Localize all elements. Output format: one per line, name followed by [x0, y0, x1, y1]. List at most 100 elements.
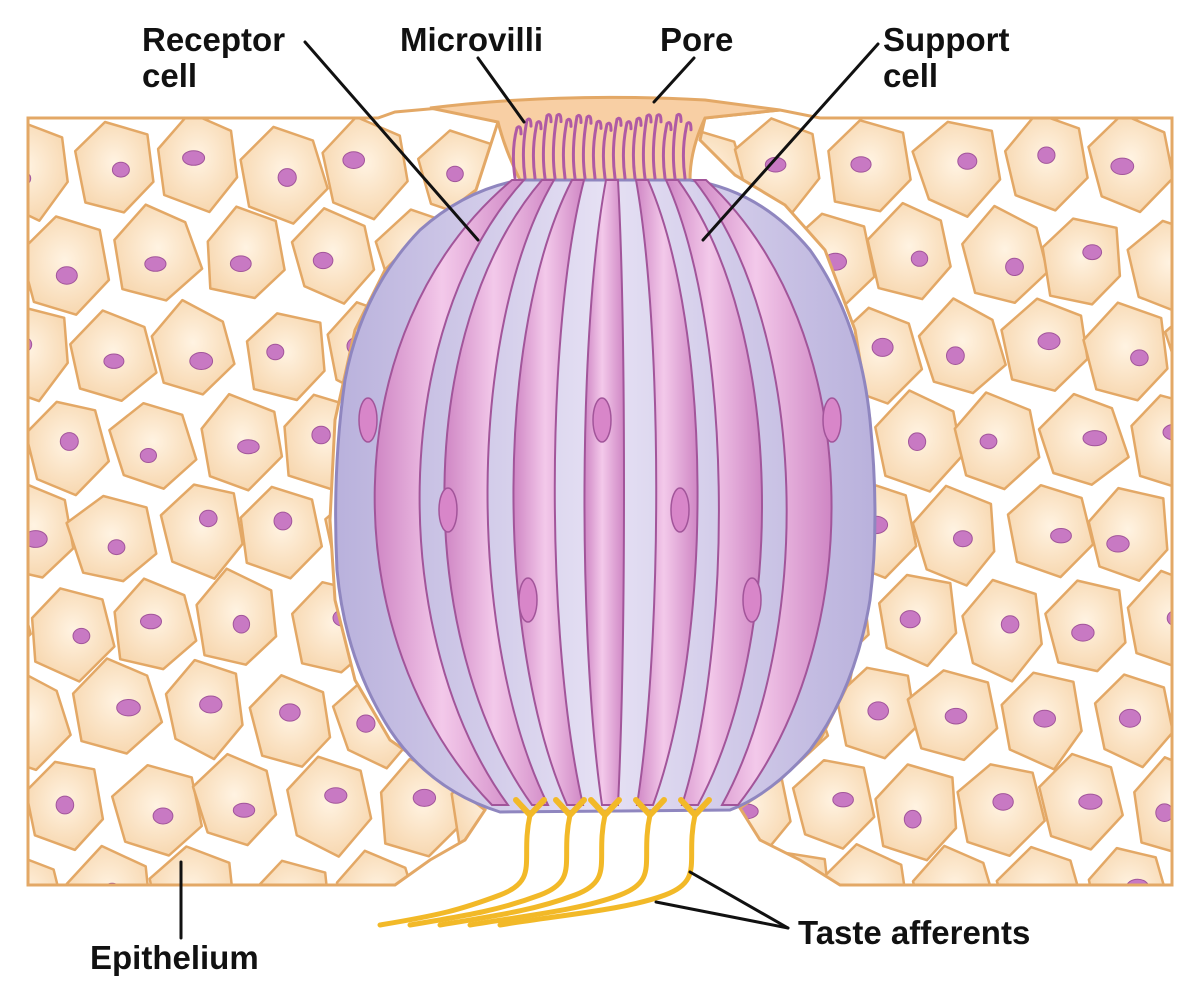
receptor-cell: [664, 179, 763, 806]
left-cell-nucleus: [144, 256, 167, 272]
support-cell-label: Support cell: [883, 22, 1009, 94]
right-epithelial-cell: [1170, 127, 1172, 217]
right-cell-nucleus: [832, 792, 854, 808]
left-cell-nucleus: [140, 613, 162, 630]
right-cell-nucleus: [1126, 878, 1150, 885]
receptor-cell-label-line2: cell: [142, 57, 198, 94]
right-cell-nucleus: [908, 432, 927, 452]
right-epithelial-cell: [961, 204, 1049, 305]
right-cell-nucleus: [770, 878, 792, 885]
receptor-cell: [373, 179, 527, 806]
afferent-fiber: [497, 812, 698, 928]
left-epithelial-cell: [0, 400, 19, 489]
left-cell-nucleus: [174, 892, 195, 906]
right-epithelial-cell: [911, 844, 999, 885]
right-epithelial-cell: [1183, 491, 1200, 583]
left-epithelial-cell: [65, 494, 158, 583]
left-cell-nucleus: [273, 511, 293, 531]
left-epithelial-cell: [65, 844, 152, 885]
right-cell-nucleus: [903, 809, 922, 829]
right-epithelial-cell: [1179, 676, 1200, 763]
receptor-cell-nucleus: [670, 487, 690, 533]
receptor-cell-label-line1: Receptor: [142, 21, 286, 58]
left-cell-nucleus: [139, 448, 157, 463]
right-cell-nucleus: [946, 346, 965, 366]
microvillus: [561, 117, 573, 180]
left-epithelial-cell: [28, 119, 69, 222]
microvilli-label: Microvilli: [400, 21, 544, 58]
right-cell-nucleus: [949, 894, 967, 910]
taste-afferents-leader-b: [654, 900, 790, 930]
right-epithelial-cell: [961, 578, 1043, 683]
pore-label: Pore: [660, 21, 734, 58]
right-epithelial-cell: [1006, 483, 1095, 579]
right-cell-nucleus: [979, 433, 998, 450]
right-cell-nucleus: [899, 610, 921, 629]
left-epithelial-cell: [150, 298, 236, 396]
microvillus: [601, 121, 613, 180]
microvillus: [631, 116, 643, 180]
receptor-cell: [634, 179, 699, 806]
microvillus: [551, 112, 563, 180]
left-cell-nucleus: [277, 168, 297, 187]
support-cell-label-line1: Support: [883, 21, 1010, 58]
left-cell-nucleus: [232, 614, 251, 634]
right-cell-nucleus: [1000, 615, 1020, 634]
right-epithelial-cell: [1163, 301, 1172, 396]
left-epithelial-cell: [28, 215, 111, 316]
left-epithelial-cell: [191, 752, 278, 847]
microvillus: [681, 121, 693, 180]
right-cell-nucleus: [1050, 528, 1072, 544]
left-cell-nucleus: [152, 807, 174, 825]
left-cell-nucleus: [312, 251, 334, 270]
left-cell-nucleus: [28, 170, 32, 187]
right-cell-nucleus: [1037, 146, 1056, 164]
left-epithelial-cell: [0, 762, 25, 856]
microvillus: [511, 125, 523, 180]
left-cell-nucleus: [446, 165, 464, 183]
right-cell-nucleus: [867, 701, 890, 721]
right-cell-nucleus: [1071, 623, 1095, 642]
microvillus: [661, 121, 673, 180]
right-epithelial-cell: [866, 201, 952, 301]
right-epithelial-cell: [1087, 846, 1172, 885]
left-cell-nucleus: [116, 699, 141, 717]
receptor-cell-nucleus: [822, 397, 842, 443]
right-epithelial-cell: [1041, 217, 1122, 306]
left-cell-nucleus: [311, 425, 331, 445]
left-cell-nucleus: [279, 703, 301, 722]
left-epithelial-cell: [286, 755, 373, 858]
right-cell-nucleus: [1130, 349, 1149, 367]
taste-afferents-leader-a: [688, 870, 790, 930]
left-cell-nucleus: [229, 255, 252, 273]
receptor-cells: [358, 179, 842, 806]
support-cell-label-line2: cell: [883, 57, 939, 94]
left-epithelial-cell: [239, 485, 324, 580]
left-cell-nucleus: [434, 887, 458, 902]
left-epithelial-cell: [290, 207, 376, 305]
left-cell-nucleus: [412, 788, 437, 807]
microvilli-leader: [476, 56, 526, 124]
left-cell-nucleus: [356, 714, 376, 733]
left-epithelial-cell: [28, 853, 67, 885]
right-epithelial-cell: [995, 845, 1086, 885]
left-cell-nucleus: [28, 336, 33, 353]
left-cell-nucleus: [59, 432, 79, 451]
left-cell-nucleus: [55, 795, 75, 815]
left-cell-nucleus: [342, 151, 366, 170]
right-epithelial-cell: [911, 120, 1002, 218]
right-cell-nucleus: [1110, 157, 1135, 176]
left-epithelial-cell: [28, 305, 69, 403]
receptor-cell-nucleus: [592, 397, 612, 443]
left-cell-nucleus: [55, 266, 78, 285]
microvillus: [531, 120, 543, 180]
right-cell-nucleus: [910, 250, 929, 267]
receptor-cell-nucleus: [358, 397, 378, 443]
receptor-cell-nucleus: [518, 577, 538, 623]
left-cell-nucleus: [199, 509, 218, 528]
microvillus: [541, 113, 553, 180]
pore-leader: [652, 56, 696, 104]
right-epithelial-cell: [791, 758, 876, 850]
leader-lines: [179, 40, 880, 940]
